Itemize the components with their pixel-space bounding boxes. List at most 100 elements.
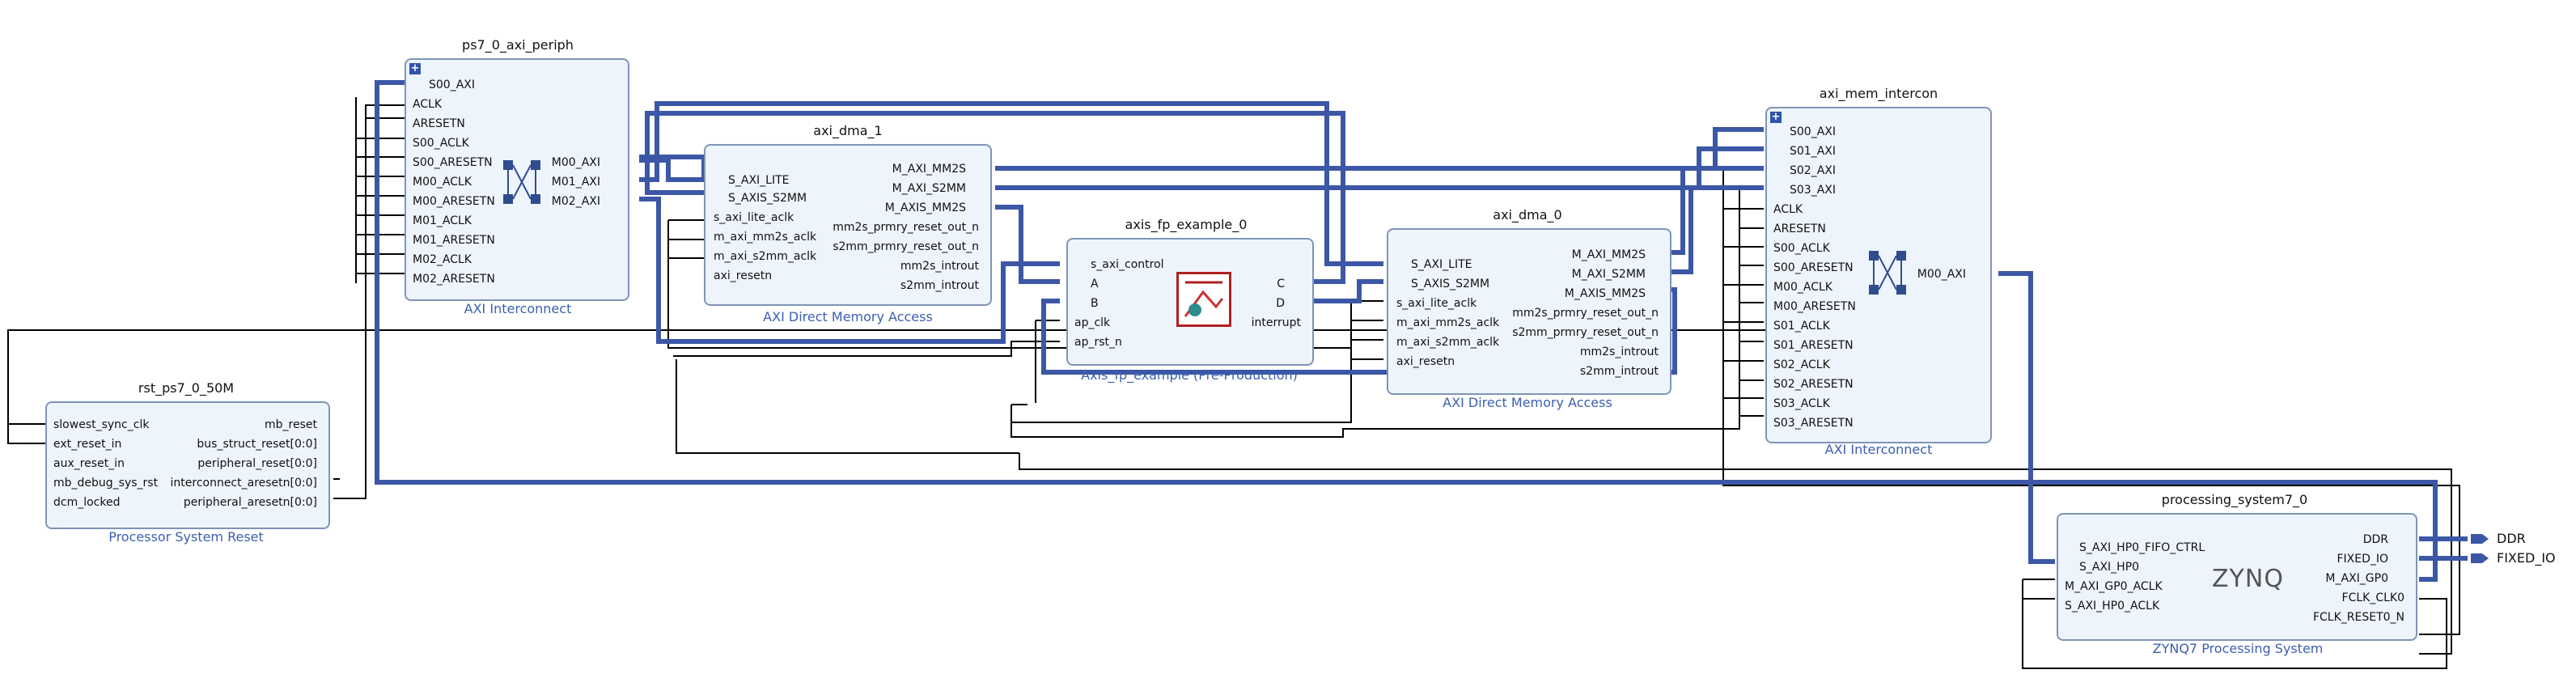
zynq-logo: ZYNQ <box>2212 565 2284 593</box>
port-label: S02_AXI <box>1790 164 1836 177</box>
vivado-hls-logo-icon <box>1176 272 1231 327</box>
block-subtitle-mem-intercon: AXI Interconnect <box>1824 442 1933 457</box>
block-title-mem-intercon: axi_mem_intercon <box>1819 86 1938 101</box>
port-label: m_axi_mm2s_aclk <box>1396 316 1500 329</box>
port-label: S_AXI_HP0_FIFO_CTRL <box>2079 541 2205 554</box>
port-label: ext_reset_in <box>53 438 122 451</box>
block-subtitle-axi-periph: AXI Interconnect <box>464 301 572 316</box>
port-label: S_AXI_LITE <box>728 174 790 187</box>
port-label: S02_ARESETN <box>1773 378 1854 391</box>
port-label: mm2s_introut <box>900 260 979 273</box>
port-label: S_AXIS_S2MM <box>1411 278 1490 290</box>
block-title-rst: rst_ps7_0_50M <box>138 380 235 396</box>
port-label: s_axi_control <box>1091 258 1164 271</box>
port-label: M01_ARESETN <box>413 234 495 247</box>
port-label: M02_ACLK <box>413 253 472 266</box>
port-label: S01_AXI <box>1790 145 1836 158</box>
port-label: M_AXI_MM2S <box>1571 248 1646 261</box>
port-label: A <box>1091 278 1099 290</box>
port-label: M01_AXI <box>551 176 600 189</box>
port-label: S00_ACLK <box>1773 242 1830 255</box>
port-label: B <box>1091 297 1099 310</box>
port-label: s2mm_prmry_reset_out_n <box>1512 326 1659 339</box>
expand-icon[interactable]: + <box>409 62 421 74</box>
port-label: m_axi_mm2s_aclk <box>714 231 817 244</box>
port-label: S00_AXI <box>429 78 475 91</box>
port-label: ACLK <box>413 98 443 111</box>
block-title-axi-periph: ps7_0_axi_periph <box>462 37 574 53</box>
port-label: axi_resetn <box>1396 355 1455 368</box>
port-label: M00_ARESETN <box>413 195 495 208</box>
port-label: s_axi_lite_aclk <box>714 211 794 224</box>
port-label: ap_clk <box>1074 316 1111 329</box>
block-subtitle-ps7: ZYNQ7 Processing System <box>2152 641 2324 656</box>
port-label: s2mm_introut <box>1579 365 1659 378</box>
port-label: mb_debug_sys_rst <box>53 477 159 490</box>
block-axi-dma-0[interactable]: S_AXI_LITE S_AXIS_S2MM s_axi_lite_aclk m… <box>1387 228 1671 395</box>
block-title-ps7: processing_system7_0 <box>2161 492 2308 507</box>
fixed-io-port-icon[interactable] <box>2469 550 2490 566</box>
block-subtitle-axi-dma-0: AXI Direct Memory Access <box>1443 395 1612 410</box>
port-label: S03_ARESETN <box>1773 417 1854 430</box>
block-subtitle-axis-fp: Axis_fp_example (Pre-Production) <box>1081 367 1298 383</box>
port-label: peripheral_reset[0:0] <box>197 457 317 470</box>
block-rst[interactable]: slowest_sync_clk ext_reset_in aux_reset_… <box>45 401 330 529</box>
port-label: axi_resetn <box>714 269 773 282</box>
block-title-axis-fp: axis_fp_example_0 <box>1125 217 1248 232</box>
block-axis-fp[interactable]: s_axi_control A B ap_clk ap_rst_n C D in… <box>1066 238 1314 366</box>
port-label: M00_AXI <box>551 156 600 169</box>
port-label: M_AXIS_MM2S <box>1564 287 1646 300</box>
port-label: m_axi_s2mm_aclk <box>714 250 817 263</box>
port-label: M01_ACLK <box>413 214 472 227</box>
port-label: FIXED_IO <box>2337 553 2388 566</box>
port-label: ap_rst_n <box>1074 336 1122 349</box>
port-label: S_AXI_LITE <box>1411 258 1472 271</box>
port-label: M_AXI_S2MM <box>892 182 966 195</box>
port-label: S00_ACLK <box>413 137 469 150</box>
port-label: FCLK_CLK0 <box>2341 591 2404 604</box>
port-label: s_axi_lite_aclk <box>1396 297 1477 310</box>
port-label: bus_struct_reset[0:0] <box>197 438 317 451</box>
port-label: M00_ARESETN <box>1773 300 1856 313</box>
port-label: S00_ARESETN <box>1773 261 1854 274</box>
block-axi-periph[interactable]: + S00_AXI ACLK ARESETN S00_ACLK S00_ARES… <box>405 58 629 301</box>
ddr-port-icon[interactable] <box>2469 531 2490 547</box>
port-label: ACLK <box>1773 203 1803 216</box>
port-label: S00_AXI <box>1790 125 1836 138</box>
port-label: S01_ARESETN <box>1773 339 1854 352</box>
port-label: dcm_locked <box>53 496 121 509</box>
port-label: slowest_sync_clk <box>53 418 150 431</box>
port-label: interconnect_aresetn[0:0] <box>170 477 318 490</box>
port-label: M_AXI_MM2S <box>892 163 966 176</box>
port-label: M_AXI_S2MM <box>1571 268 1646 281</box>
port-label: S01_ACLK <box>1773 320 1830 333</box>
port-label: mm2s_introut <box>1579 346 1659 358</box>
port-label: mm2s_prmry_reset_out_n <box>833 221 979 234</box>
block-subtitle-rst: Processor System Reset <box>108 529 264 545</box>
port-label: M_AXIS_MM2S <box>884 201 966 214</box>
port-label: m_axi_s2mm_aclk <box>1396 336 1500 349</box>
ext-port-ddr: DDR <box>2497 531 2526 546</box>
block-axi-dma-1[interactable]: S_AXI_LITE S_AXIS_S2MM s_axi_lite_aclk m… <box>704 144 992 306</box>
port-label: M00_AXI <box>1917 268 1966 281</box>
port-label: M02_AXI <box>551 195 600 208</box>
port-label: M_AXI_GP0 <box>2325 572 2388 585</box>
port-label: s2mm_prmry_reset_out_n <box>833 240 979 253</box>
block-subtitle-axi-dma-1: AXI Direct Memory Access <box>763 309 933 324</box>
block-mem-intercon[interactable]: + S00_AXI S01_AXI S02_AXI S03_AXI ACLK A… <box>1765 107 1992 443</box>
port-label: S03_ACLK <box>1773 397 1830 410</box>
port-label: S03_AXI <box>1790 184 1836 197</box>
port-label: S00_ARESETN <box>413 156 493 169</box>
block-title-axi-dma-0: axi_dma_0 <box>1493 207 1562 223</box>
port-label: D <box>1276 297 1285 310</box>
port-label: M_AXI_GP0_ACLK <box>2065 580 2163 593</box>
port-label: M02_ARESETN <box>413 273 495 286</box>
port-label: aux_reset_in <box>53 457 125 470</box>
crossbar-icon <box>1869 251 1906 295</box>
port-label: S_AXI_HP0_ACLK <box>2065 600 2160 613</box>
expand-icon[interactable]: + <box>1770 111 1782 123</box>
ext-port-fixed-io: FIXED_IO <box>2497 550 2556 566</box>
block-ps7[interactable]: S_AXI_HP0_FIFO_CTRL S_AXI_HP0 M_AXI_GP0_… <box>2057 513 2417 641</box>
block-title-axi-dma-1: axi_dma_1 <box>813 123 883 138</box>
